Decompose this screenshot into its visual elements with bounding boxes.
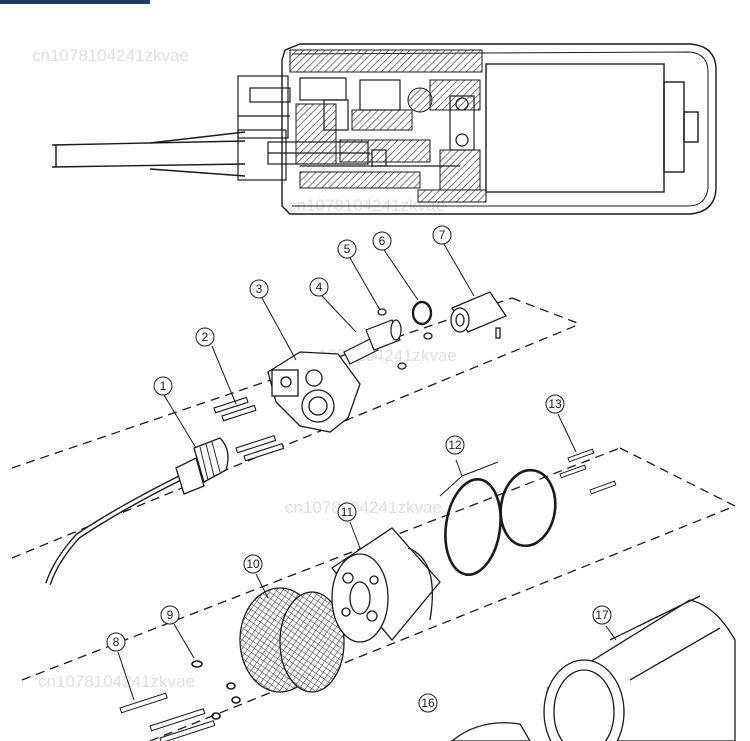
callout-leaders xyxy=(117,243,617,701)
callout-number: 8 xyxy=(113,635,120,649)
callout-12: 12 xyxy=(445,435,465,455)
callout-number: 7 xyxy=(439,228,446,242)
callout-number: 16 xyxy=(421,696,435,710)
callout-circle xyxy=(337,502,357,522)
callout-17: 17 xyxy=(592,605,612,625)
washers-9 xyxy=(191,660,241,720)
callout-circle xyxy=(106,632,126,652)
watermark-text: cn1078104241zkvae xyxy=(32,46,189,65)
callout-5: 5 xyxy=(337,239,357,259)
callout-circle xyxy=(153,376,173,396)
callout-number: 17 xyxy=(595,608,609,622)
callout-number: 6 xyxy=(379,234,386,248)
callout-7: 7 xyxy=(432,225,452,245)
callout-number: 5 xyxy=(344,242,351,256)
screws-8 xyxy=(119,692,216,741)
watermark-text: cn1078104241zkvae xyxy=(38,672,195,691)
callout-9: 9 xyxy=(160,605,180,625)
upper-explode-frame xyxy=(11,297,581,559)
callout-number: 12 xyxy=(448,438,462,452)
top-accent-bar xyxy=(0,0,150,4)
callout-circle xyxy=(243,554,263,574)
callout-number: 9 xyxy=(167,608,174,622)
connector-pin xyxy=(343,319,402,365)
screws-group-2 xyxy=(213,396,285,462)
callout-circle xyxy=(195,327,215,347)
hatched-section xyxy=(289,49,487,203)
callout-2: 2 xyxy=(195,327,215,347)
housing-core xyxy=(331,527,441,643)
callout-circle xyxy=(432,225,452,245)
callout-circle xyxy=(372,231,392,251)
cross-section-assembly xyxy=(51,43,717,215)
callout-11: 11 xyxy=(337,502,357,522)
cable-section xyxy=(51,131,246,177)
callout-number: 10 xyxy=(246,557,260,571)
callout-13: 13 xyxy=(545,394,565,414)
screws-13 xyxy=(559,448,617,495)
watermark-text: cn1078104241zkvae xyxy=(285,498,442,517)
cable-gland xyxy=(45,437,229,585)
callout-number: 4 xyxy=(316,280,323,294)
callout-16: 16 xyxy=(418,693,438,713)
housing-outline xyxy=(281,43,717,215)
callout-number: 13 xyxy=(548,397,562,411)
callout-circle xyxy=(592,605,612,625)
o-ring-pair xyxy=(444,468,557,576)
callout-number: 11 xyxy=(341,505,354,519)
callout-circle xyxy=(337,239,357,259)
callout-circle xyxy=(309,277,329,297)
mounting-plate xyxy=(267,351,361,433)
callout-3: 3 xyxy=(249,279,269,299)
heater-mesh xyxy=(239,587,345,693)
callout-circle xyxy=(249,279,269,299)
callout-10: 10 xyxy=(243,554,263,574)
callout-number: 1 xyxy=(160,379,167,393)
callout-12-leader xyxy=(439,459,499,497)
outer-sleeve xyxy=(543,595,736,741)
callout-8: 8 xyxy=(106,632,126,652)
callout-number: 3 xyxy=(256,282,263,296)
o-ring-6 xyxy=(411,300,433,326)
callout-circle xyxy=(160,605,180,625)
o-ring-small xyxy=(377,308,433,370)
callout-circle xyxy=(445,435,465,455)
callout-number: 2 xyxy=(202,330,209,344)
nozzle-16 xyxy=(450,722,531,741)
callout-1: 1 xyxy=(153,376,173,396)
coupling-sleeve xyxy=(450,291,507,339)
callout-4: 4 xyxy=(309,277,329,297)
internal-components xyxy=(237,75,475,181)
callout-circle xyxy=(418,693,438,713)
battery-compartment xyxy=(485,63,665,193)
callout-circle xyxy=(545,394,565,414)
callout-6: 6 xyxy=(372,231,392,251)
